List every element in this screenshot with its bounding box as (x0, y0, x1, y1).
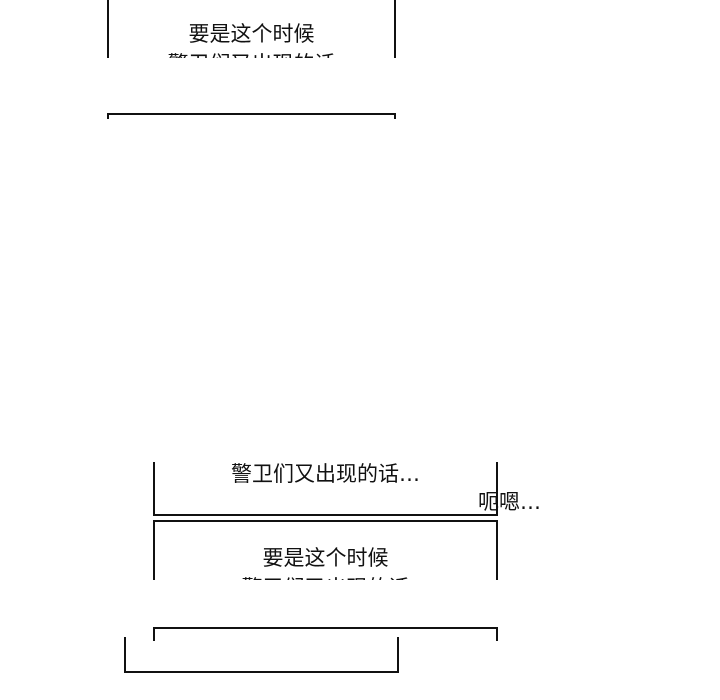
bubble-fragment-top-edge (153, 627, 498, 641)
bubble-top-edge (107, 113, 396, 119)
panel-border (124, 637, 399, 673)
speech-bubble-middle: 警卫们又出现的话… (153, 462, 498, 516)
bubble-line-1: 警卫们又出现的话… (231, 462, 420, 486)
bubble-line-1: 要是这个时候 (188, 22, 315, 46)
panel-frame-bottom (124, 637, 399, 673)
speech-bubble-top: 要是这个时候 警卫们又出现的话 (107, 0, 396, 58)
bubble-border (153, 627, 498, 641)
bubble-line-2: 警卫们又出现的话 (107, 48, 396, 58)
bubble-border (153, 520, 498, 580)
bubble-line-2: 警卫们又出现的话 (153, 572, 498, 580)
sound-effect-text: 呃嗯… (478, 490, 541, 514)
bubble-border (153, 462, 498, 516)
bubble-line-1: 要是这个时候 (262, 546, 389, 570)
bubble-border (107, 0, 396, 58)
speech-bubble-lower: 要是这个时候 警卫们又出现的话 (153, 520, 498, 580)
